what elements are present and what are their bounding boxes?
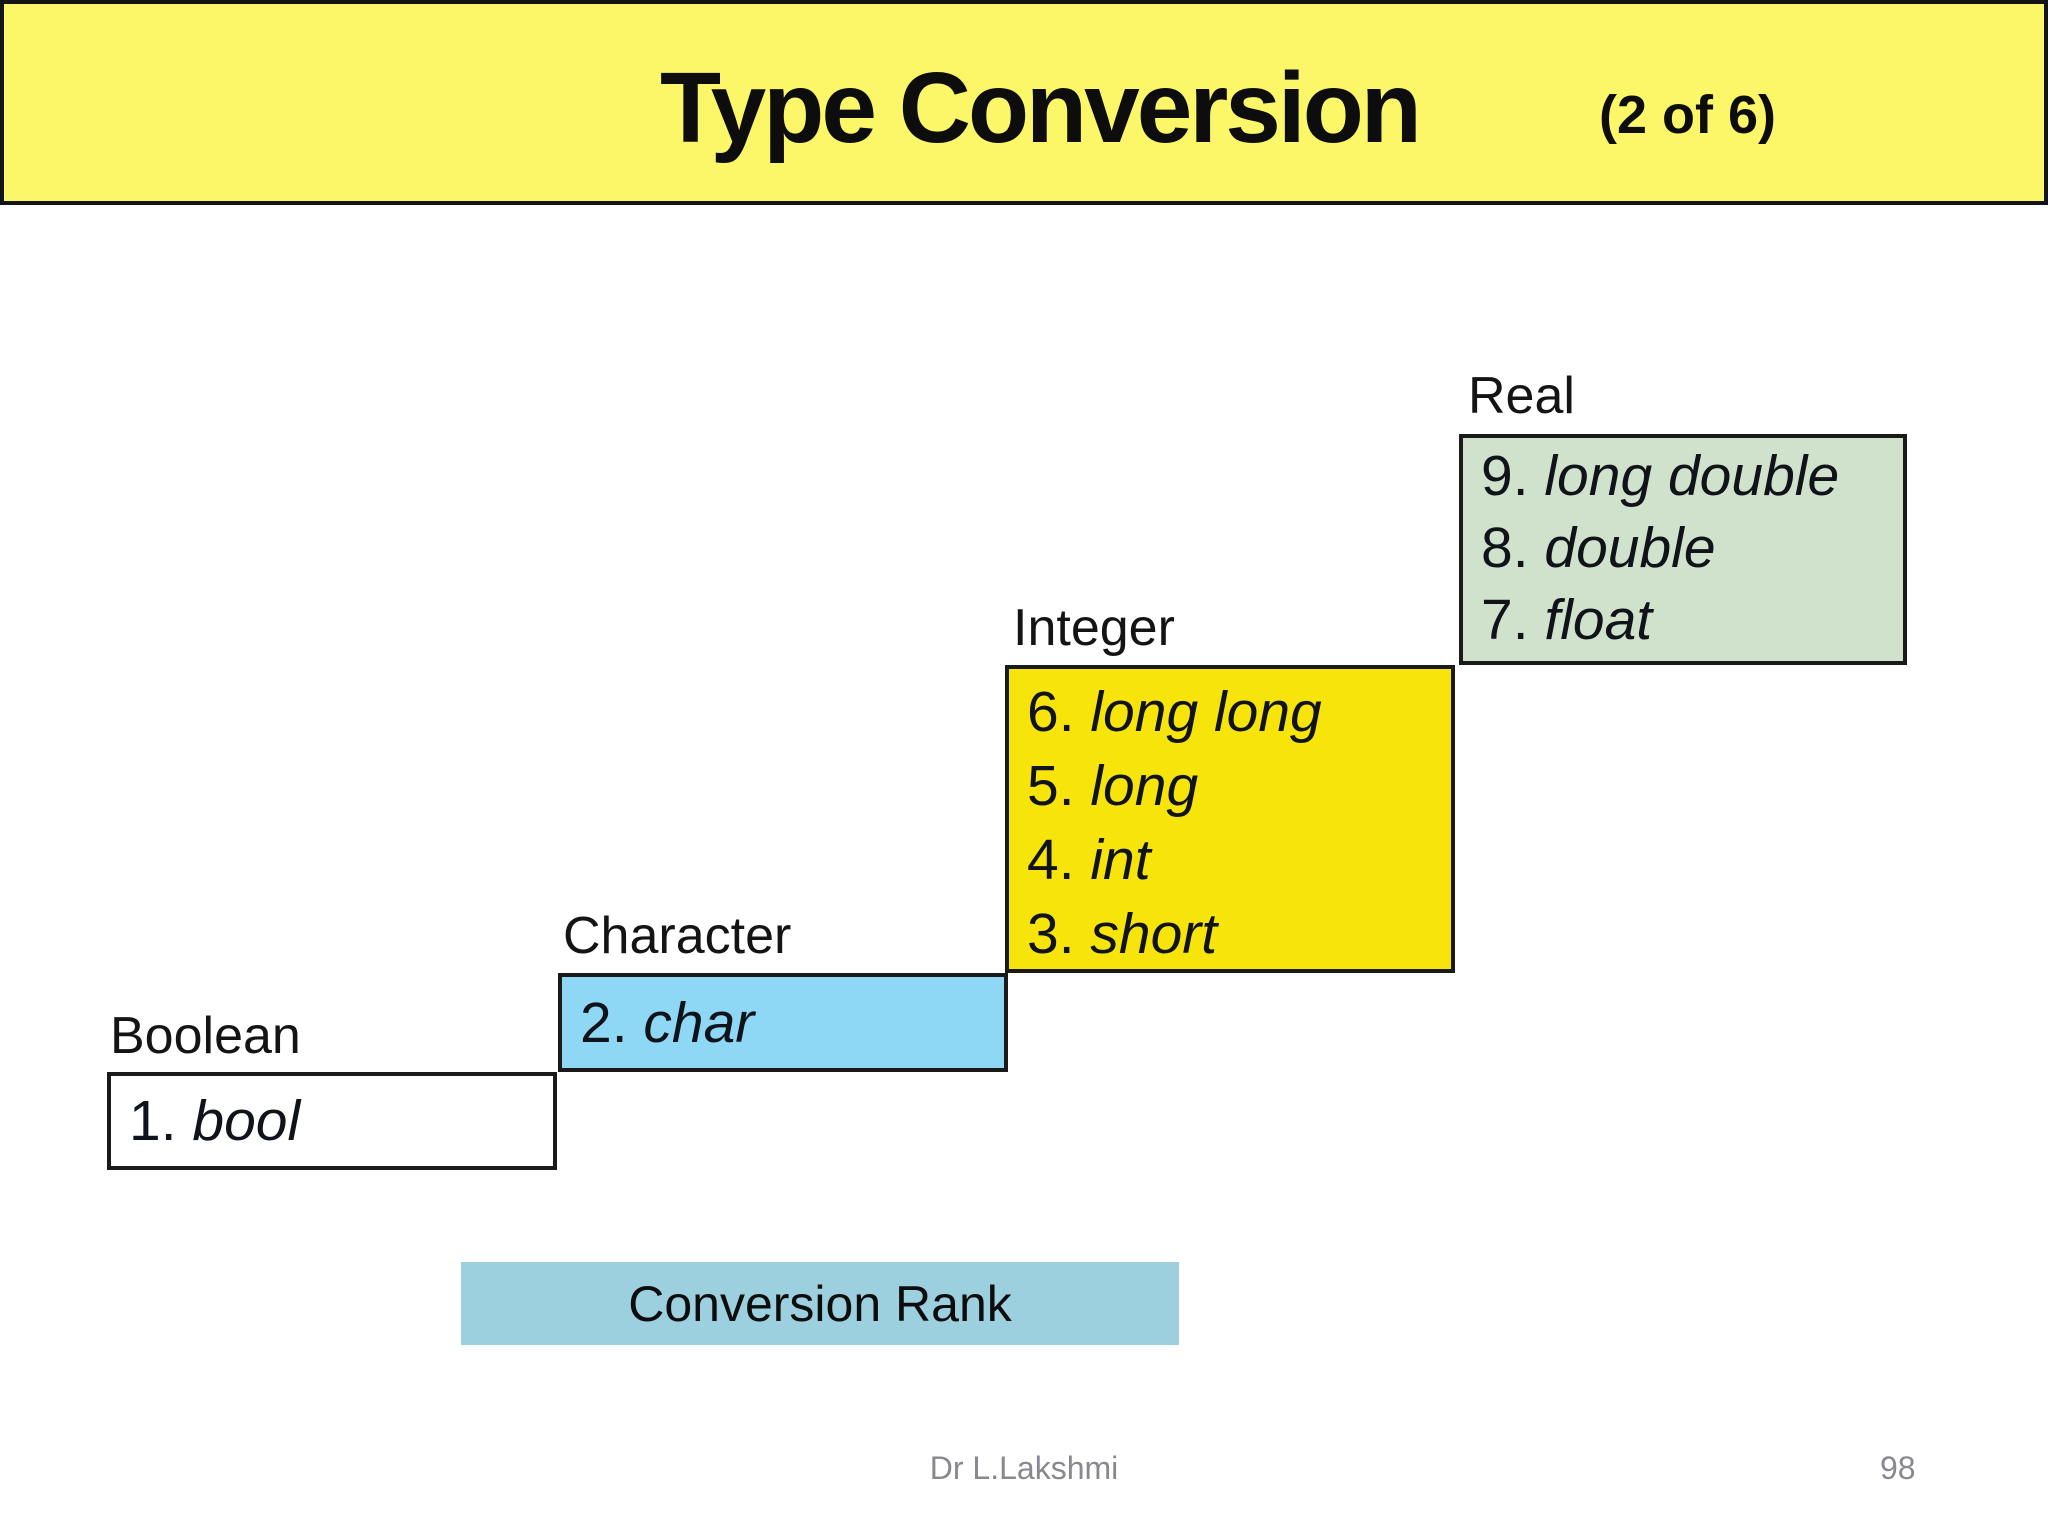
footer-page-number: 98: [1880, 1450, 1916, 1486]
type-item: 4. int: [1027, 828, 1151, 892]
type-item: 6. long long: [1027, 680, 1322, 744]
step-box-character: 2. char: [558, 973, 1008, 1072]
type-item-list: 9. long double 8. double 7. float: [1463, 438, 1903, 656]
conversion-rank-label: Conversion Rank: [628, 1275, 1012, 1332]
type-item: 7. float: [1481, 588, 1653, 652]
type-item-list: 6. long long 5. long 4. int 3. short: [1009, 669, 1451, 971]
type-item: 3. short: [1027, 902, 1218, 966]
step-box-integer: 6. long long 5. long 4. int 3. short: [1005, 665, 1455, 973]
step-box-real: 9. long double 8. double 7. float: [1459, 434, 1907, 665]
type-item: 8. double: [1481, 516, 1716, 580]
step-label-integer: Integer: [1013, 599, 1175, 657]
slide-subtitle: (2 of 6): [1599, 85, 1777, 145]
slide-title: Type Conversion: [660, 52, 1422, 164]
type-item: 9. long double: [1481, 444, 1840, 508]
type-item-list: 2. char: [562, 986, 754, 1060]
type-item: 2. char: [580, 990, 755, 1055]
footer-author: Dr L.Lakshmi: [929, 1450, 1119, 1486]
title-banner: Type Conversion (2 of 6): [0, 0, 2048, 205]
step-label-character: Character: [563, 907, 792, 965]
type-item: 5. long: [1027, 754, 1199, 818]
step-box-boolean: 1. bool: [107, 1072, 557, 1170]
type-item-list: 1. bool: [111, 1084, 300, 1158]
step-label-boolean: Boolean: [110, 1007, 301, 1065]
conversion-rank-caption: Conversion Rank: [461, 1262, 1179, 1345]
type-item: 1. bool: [129, 1089, 301, 1153]
step-label-real: Real: [1468, 367, 1575, 425]
